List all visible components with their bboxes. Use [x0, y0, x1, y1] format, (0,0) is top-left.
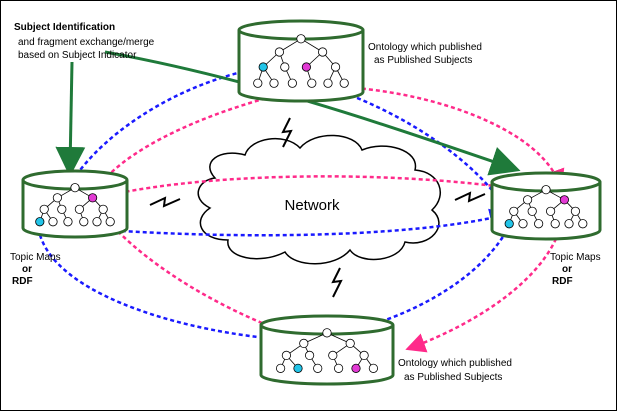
tree-node	[39, 204, 49, 214]
green-arrow-to-left	[55, 61, 86, 177]
tree-node	[79, 217, 89, 227]
tree-node	[330, 62, 341, 72]
tree-node	[287, 78, 297, 88]
tree-node	[527, 206, 537, 216]
tree-node	[509, 206, 519, 216]
tree-node	[307, 78, 317, 88]
blue-link-top-right	[269, 70, 511, 217]
tree-node	[504, 219, 514, 229]
tree-node	[333, 363, 344, 373]
tree-node	[63, 217, 73, 227]
tree-node	[105, 217, 115, 227]
tree-node	[299, 338, 309, 348]
right-topicmap-store	[490, 171, 602, 241]
lightning-icon-right	[454, 191, 486, 203]
right-store-line3: RDF	[552, 276, 573, 287]
tree-node	[88, 193, 98, 203]
tree-node	[57, 204, 67, 214]
tree-node	[518, 219, 528, 229]
tree-node	[541, 185, 551, 195]
tree-node	[578, 219, 588, 229]
tree-node	[269, 78, 279, 88]
tree-node	[92, 217, 102, 227]
tree-node	[74, 204, 85, 214]
ontology-top-line2: as Published Subjects	[374, 55, 472, 66]
tree-node	[323, 78, 333, 88]
tree-node	[304, 350, 315, 360]
tree-node	[328, 350, 338, 360]
left-store-line1: Topic Maps	[10, 252, 61, 263]
tree-node	[274, 47, 284, 57]
right-store-line2: or	[562, 264, 572, 275]
tree-node	[368, 363, 378, 373]
ontology-bottom-store	[259, 314, 395, 386]
lightning-icon-left	[149, 196, 181, 208]
tree-node	[48, 217, 58, 227]
tree-node	[345, 338, 355, 348]
tree-node	[545, 206, 556, 216]
green-arrow-to-right	[104, 50, 521, 176]
annotation-title: Subject Identification	[14, 22, 115, 33]
tree-node	[317, 47, 328, 57]
tree-node	[550, 219, 560, 229]
ontology-bottom-line1: Ontology which published	[398, 358, 512, 369]
pink-link-top-right	[354, 86, 565, 190]
tree-node	[280, 62, 290, 72]
lightning-icon-bottom	[331, 267, 343, 298]
lightning-icon-top	[281, 117, 293, 148]
tree-node	[339, 78, 349, 88]
tree-node	[570, 206, 581, 216]
tree-node	[534, 219, 544, 229]
left-topicmap-store	[21, 169, 129, 239]
blue-link-left-bottom	[38, 234, 297, 350]
green-arrows	[55, 50, 521, 177]
network-label: Network	[284, 197, 340, 214]
pink-link-right-bottom	[405, 204, 567, 353]
tree-node	[253, 78, 263, 88]
tree-node	[70, 183, 80, 193]
tree-node	[52, 193, 63, 203]
network-cloud	[197, 134, 442, 265]
right-store-line1: Topic Maps	[550, 252, 601, 263]
tree-node	[301, 62, 311, 72]
tree-node	[98, 204, 108, 214]
tree-node	[281, 350, 291, 360]
annotation-line2: and fragment exchange/merge	[18, 37, 155, 48]
left-store-line2: or	[22, 264, 32, 275]
tree-node	[564, 219, 574, 229]
tree-node	[351, 363, 361, 373]
tree-node	[522, 195, 533, 205]
tree-node	[275, 363, 286, 373]
tree-node	[293, 363, 303, 373]
ontology-top-line1: Ontology which published	[368, 42, 482, 53]
left-store-line3: RDF	[12, 276, 33, 287]
annotation-line3: based on Subject Indicator	[18, 50, 137, 61]
ontology-top-store	[237, 19, 365, 103]
tree-node	[313, 363, 323, 373]
tree-node	[559, 195, 570, 205]
ontology-bottom-line2: as Published Subjects	[404, 372, 502, 383]
tree-node	[359, 350, 369, 360]
pink-link-top-left	[93, 84, 321, 195]
tree-node	[258, 62, 268, 72]
tree-node	[296, 34, 306, 44]
tree-node	[35, 217, 45, 227]
tree-node	[322, 328, 332, 338]
